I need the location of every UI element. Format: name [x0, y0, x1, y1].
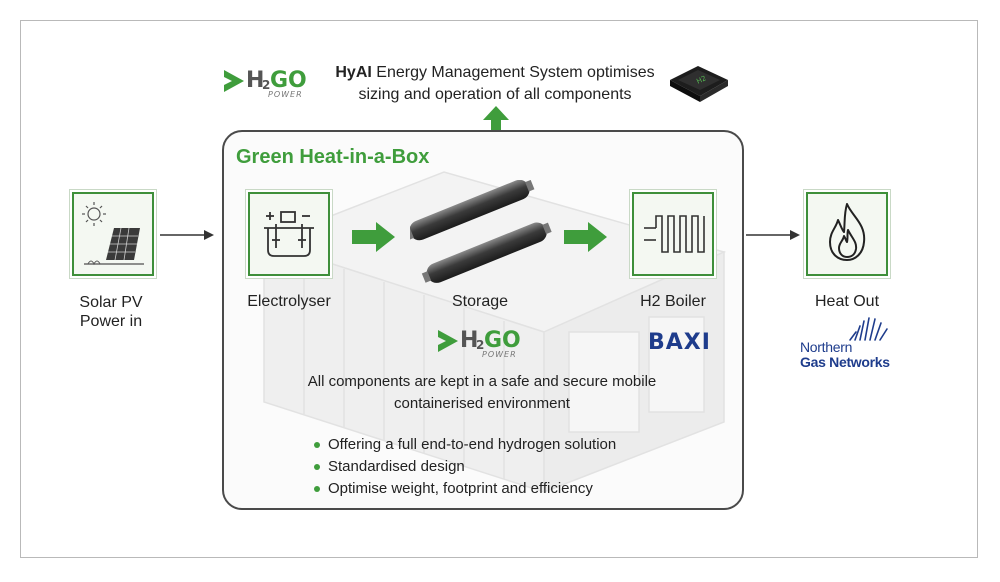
bullet-item: Optimise weight, footprint and efficienc… [314, 478, 616, 500]
hyai-brand: HyAI [335, 64, 372, 81]
bullet-item: Offering a full end-to-end hydrogen solu… [314, 434, 616, 456]
northern-gas-networks-logo: Northern Gas Networks [800, 339, 890, 370]
heat-out-node [806, 192, 888, 276]
h2go-arrow-icon-2 [438, 330, 458, 352]
northern-gas-networks-logo-icon [849, 317, 888, 341]
h2-boiler-label: H2 Boiler [640, 293, 706, 310]
flow-arrow-solar-to-electrolyser [160, 230, 214, 240]
electrolyser-node [248, 192, 330, 276]
box-title: Green Heat-in-a-Box [236, 146, 430, 168]
chip-icon: H2 [670, 66, 728, 102]
electrolyser-icon [264, 211, 314, 257]
storage-label: Storage [451, 293, 509, 310]
solar-panel-icon [82, 202, 144, 266]
solar-pv-label: Solar PV Power in [79, 294, 143, 330]
benefit-bullets: Offering a full end-to-end hydrogen solu… [314, 434, 616, 500]
h2go-logo-top: H 2 GO POWER [224, 66, 320, 106]
h2go-logo-box: H 2 GO POWER [438, 326, 534, 366]
bullet-dot [314, 486, 320, 492]
ems-line2: sizing and operation of all components [358, 86, 632, 103]
bullet-item: Standardised design [314, 456, 616, 478]
flow-arrow-boiler-to-heat [746, 230, 800, 240]
green-flow-arrow-2 [564, 222, 607, 252]
flame-icon [829, 203, 866, 261]
ems-description: HyAI Energy Management System optimises … [310, 62, 680, 106]
heat-out-label: Heat Out [814, 293, 880, 310]
green-flow-arrow-1 [352, 222, 395, 252]
hydrogen-storage-tanks-icon [410, 180, 552, 283]
chip-label: H2 [695, 74, 707, 85]
electrolyser-label: Electrolyser [247, 293, 331, 310]
h2go-arrow-icon [224, 70, 244, 92]
solar-pv-node [72, 192, 154, 276]
baxi-logo: BAXI [648, 330, 711, 355]
ems-line1: Energy Management System optimises [371, 64, 655, 81]
bullet-dot [314, 464, 320, 470]
h2-boiler-node [632, 192, 714, 276]
containment-caption: All components are kept in a safe and se… [307, 373, 657, 412]
bullet-dot [314, 442, 320, 448]
boiler-heater-icon [644, 215, 705, 253]
